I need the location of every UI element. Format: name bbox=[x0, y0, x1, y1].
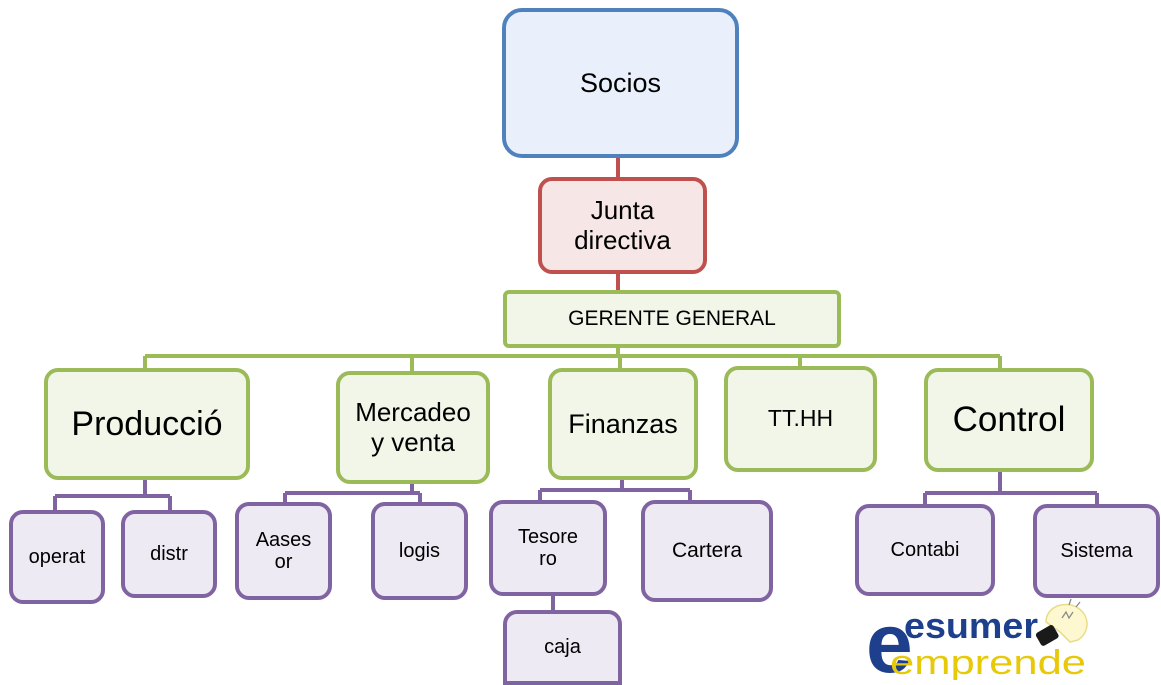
socios-box: Socios bbox=[502, 8, 739, 158]
lightbulb-icon bbox=[1035, 598, 1088, 646]
dept-produccion-box: Producció bbox=[44, 368, 250, 480]
sub-tesorero-box: Tesorero bbox=[489, 500, 607, 596]
dept-tthh-label: TT.HH bbox=[767, 405, 834, 431]
sub-cartera-label: Cartera bbox=[671, 539, 743, 563]
sub-distr-box: distr bbox=[121, 510, 217, 598]
dept-mercadeo-box: Mercadeo y venta bbox=[336, 371, 490, 484]
dept-produccion-label: Producció bbox=[71, 404, 223, 443]
sub-logis-label: logis bbox=[398, 539, 441, 562]
junta-directiva-label: Junta directiva bbox=[574, 195, 671, 255]
junta-directiva-box: Junta directiva bbox=[538, 177, 707, 274]
svg-text:e: e bbox=[866, 598, 913, 680]
esumer-emprende-logo: e esumer emprende bbox=[866, 598, 1088, 680]
sub-logis-box: logis bbox=[371, 502, 468, 600]
gerente-general-label: GERENTE GENERAL bbox=[568, 307, 776, 331]
dept-finanzas-label: Finanzas bbox=[568, 408, 678, 439]
sub-aasesor-box: Aasesor bbox=[235, 502, 332, 600]
sub-sistema-box: Sistema bbox=[1033, 504, 1160, 598]
sub-caja-box: caja bbox=[503, 610, 622, 685]
sub-distr-label: distr bbox=[150, 542, 188, 565]
sub-operat-label: operat bbox=[28, 545, 86, 568]
dept-control-box: Control bbox=[924, 368, 1094, 472]
sub-contabi-label: Contabi bbox=[890, 538, 960, 561]
dept-mercadeo-label: Mercadeo y venta bbox=[355, 397, 471, 457]
sub-caja-label: caja bbox=[544, 636, 581, 659]
dept-tthh-box: TT.HH bbox=[724, 366, 877, 472]
gerente-general-box: GERENTE GENERAL bbox=[503, 290, 841, 348]
logo-text-line1: esumer bbox=[904, 605, 1038, 646]
socios-label: Socios bbox=[579, 67, 662, 98]
dept-finanzas-box: Finanzas bbox=[548, 368, 698, 480]
sub-operat-box: operat bbox=[9, 510, 105, 604]
sub-cartera-box: Cartera bbox=[641, 500, 773, 602]
sub-aasesor-label: Aasesor bbox=[255, 528, 312, 573]
sub-tesorero-label: Tesorero bbox=[517, 525, 579, 570]
dept-control-label: Control bbox=[952, 400, 1066, 440]
sub-sistema-label: Sistema bbox=[1060, 539, 1133, 562]
logo-text-line2: emprende bbox=[890, 644, 1086, 680]
sub-contabi-box: Contabi bbox=[855, 504, 995, 596]
